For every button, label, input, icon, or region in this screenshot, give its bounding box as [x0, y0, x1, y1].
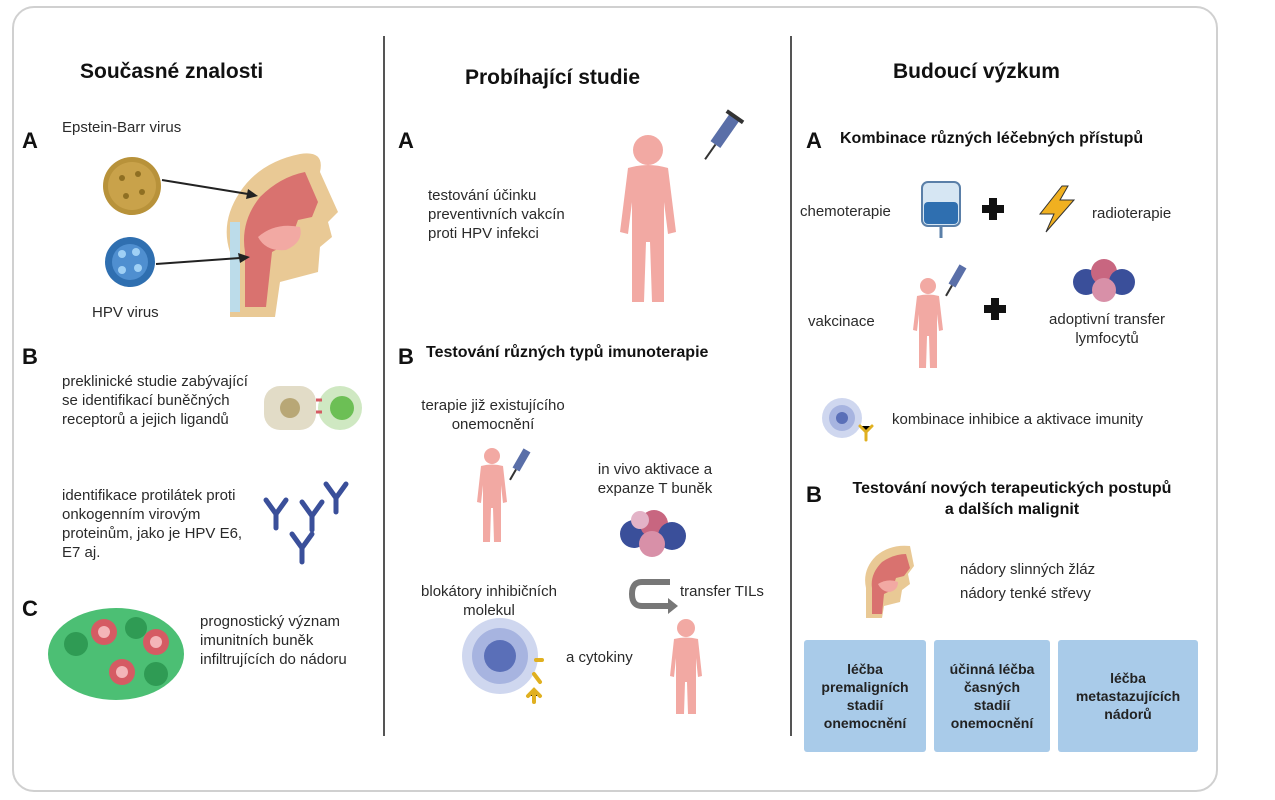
label-radiotherapy: radioterapie	[1092, 205, 1172, 222]
ebv-virus-icon	[103, 157, 161, 215]
box-metastatic: léčba metastazujících nádorů	[1058, 640, 1198, 752]
hpv-virus-icon	[105, 237, 155, 287]
arrow-hpv	[155, 253, 250, 265]
section-letter-2a: A	[398, 128, 414, 153]
cell-receptor-icon	[264, 386, 362, 430]
box-premalignant: léčba premaligních stadií onemocnění	[804, 640, 926, 752]
section-heading-2b: Testování různých typů imunoterapie	[426, 344, 709, 361]
plus-icon-1	[982, 198, 1004, 220]
label-vaccination: vakcinace	[808, 313, 875, 330]
label-chemotherapy: chemoterapie	[800, 203, 891, 220]
human-body-small-icon	[477, 448, 507, 542]
box-early-stage: účinná léčba časných stadií onemocnění	[934, 640, 1050, 752]
text-vaccines: testování účinku preventivních vakcín pr…	[428, 187, 565, 242]
label-small-intestine-tumors: nádory tenké střevy	[960, 585, 1091, 602]
section-letter-3a: A	[806, 128, 822, 153]
syringe-icon	[704, 109, 745, 160]
arrow-ebv	[161, 179, 258, 199]
label-ebv: Epstein-Barr virus	[62, 119, 182, 136]
text-existing-disease: terapie již existujícího onemocnění	[421, 397, 565, 433]
transfer-arrow-icon	[628, 579, 678, 614]
label-adoptive-transfer: adoptivní transfer lymfocytů	[1049, 311, 1165, 347]
immune-cell-small-icon	[822, 398, 874, 442]
t-cell-cluster-icon	[620, 510, 686, 557]
immune-cell-icon	[462, 618, 544, 704]
plus-icon-2	[984, 298, 1006, 320]
section-letter-1a: A	[22, 128, 38, 153]
head-neck-small-icon	[865, 545, 914, 618]
human-body-vaccine-icon	[913, 278, 943, 368]
tumor-infiltration-icon	[48, 608, 184, 700]
column-divider-2	[790, 36, 792, 736]
label-hpv: HPV virus	[92, 304, 159, 321]
text-preclinical: preklinické studie zabývající se identif…	[62, 373, 248, 428]
lightning-icon	[1038, 185, 1076, 233]
section-heading-3a: Kombinace různých léčebných přístupů	[840, 130, 1144, 147]
text-cytokines: a cytokiny	[566, 649, 633, 666]
head-neck-anatomy-icon	[226, 153, 338, 317]
column-title-ongoing: Probíhající studie	[465, 66, 641, 89]
human-body-cytokine-icon	[670, 619, 702, 714]
section-heading-3b: Testování nových terapeutických postupů …	[852, 480, 1172, 518]
iv-bag-icon	[921, 181, 961, 238]
text-prognostic: prognostický význam imunitních buněk inf…	[200, 613, 347, 668]
text-inhibitory-blockers: blokátory inhibičních molekul	[421, 583, 557, 619]
section-letter-2b: B	[398, 344, 414, 369]
section-letter-3b: B	[806, 482, 822, 507]
section-letter-1b: B	[22, 344, 38, 369]
antibodies-icon	[263, 481, 349, 565]
text-antibodies: identifikace protilátek proti onkogenním…	[62, 487, 243, 561]
syringe-small-icon	[509, 448, 531, 481]
column-title-current: Současné znalosti	[80, 60, 264, 83]
syringe-vaccine-icon	[945, 264, 967, 297]
label-combination-immunity: kombinace inhibice a aktivace imunity	[892, 411, 1143, 428]
human-body-icon	[620, 135, 676, 302]
text-til-transfer: transfer TILs	[680, 583, 764, 600]
column-title-future: Budoucí výzkum	[893, 60, 1060, 83]
column-divider-1	[383, 36, 385, 736]
label-salivary-tumors: nádory slinných žláz	[960, 561, 1096, 578]
text-in-vivo: in vivo aktivace a expanze T buněk	[597, 461, 713, 497]
lymphocyte-cluster-icon	[1073, 259, 1135, 302]
section-letter-1c: C	[22, 596, 38, 621]
